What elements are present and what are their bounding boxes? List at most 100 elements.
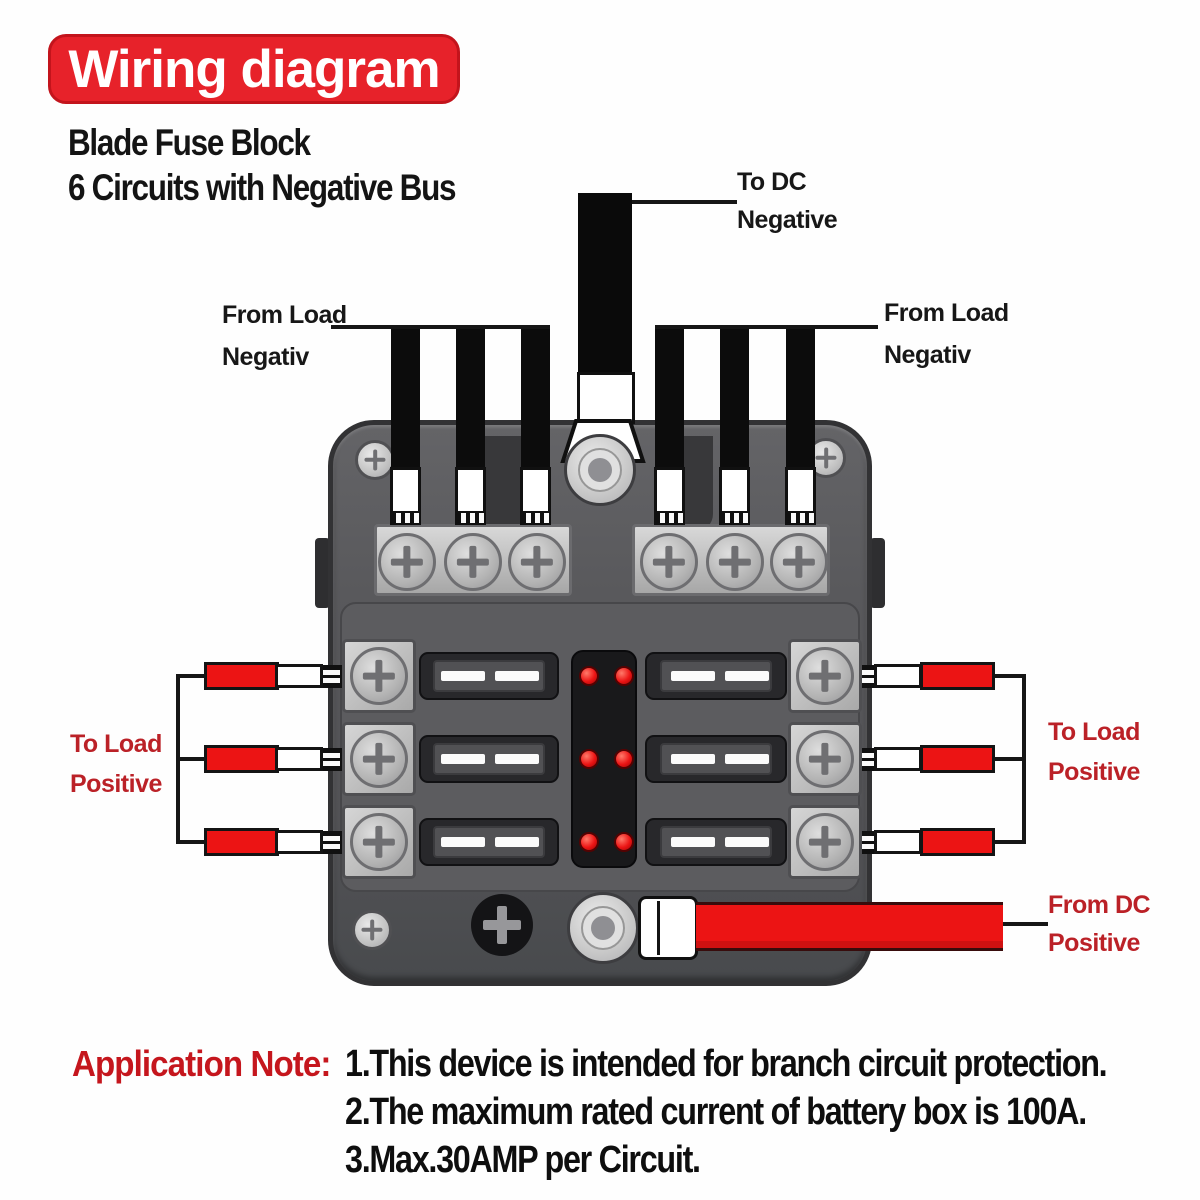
dc-positive-wire	[696, 902, 1003, 951]
wire-crimp	[785, 467, 816, 514]
status-led-icon	[579, 666, 599, 686]
bracket-line	[176, 757, 206, 761]
wire-crimp	[390, 467, 421, 514]
spade-connector	[719, 511, 750, 525]
bracket-line	[994, 840, 1024, 844]
terminal-screw-icon	[350, 813, 408, 871]
status-led-icon	[579, 832, 599, 852]
leader-line	[632, 200, 737, 204]
wire-crimp	[455, 467, 486, 514]
bus-screw-icon	[706, 533, 764, 591]
positive-marker-icon	[471, 894, 533, 956]
terminal-tab	[321, 831, 342, 854]
application-note-heading: Application Note:	[72, 1043, 331, 1084]
status-led-icon	[614, 832, 634, 852]
fuse-blade	[441, 837, 485, 847]
bracket-line	[176, 840, 206, 844]
bracket-line	[1022, 674, 1026, 844]
leader-line	[1003, 922, 1048, 926]
application-note-item: 3.Max.30AMP per Circuit.	[345, 1139, 701, 1181]
corner-screw-icon	[352, 910, 392, 950]
terminal-tab	[321, 665, 342, 688]
load-positive-wire	[204, 662, 279, 690]
fuse-blade	[441, 754, 485, 764]
fuse-blade	[671, 671, 715, 681]
wire-crimp	[874, 830, 922, 854]
application-note-list: 1.This device is intended for branch cir…	[345, 1040, 1200, 1184]
spade-connector	[520, 511, 551, 525]
wire-crimp	[275, 830, 323, 854]
status-led-icon	[579, 749, 599, 769]
status-led-icon	[614, 749, 634, 769]
wire-crimp	[654, 467, 685, 514]
dc-negative-wire	[578, 193, 632, 376]
bus-screw-icon	[378, 533, 436, 591]
negative-stud-core	[588, 458, 612, 482]
fuse-blade	[495, 837, 539, 847]
load-negative-label-left: From Load Negativ	[222, 301, 347, 371]
terminal-screw-icon	[796, 647, 854, 705]
ring-terminal-barrel	[638, 896, 698, 960]
bracket-line	[994, 674, 1024, 678]
fuse-blade	[725, 754, 769, 764]
terminal-screw-icon	[350, 647, 408, 705]
fuse-blade	[725, 837, 769, 847]
bracket-line	[994, 757, 1024, 761]
bracket-line	[176, 674, 206, 678]
application-note-item: 2.The maximum rated current of battery b…	[345, 1091, 1087, 1133]
load-negative-wire	[521, 328, 550, 468]
leader-line	[655, 325, 878, 329]
terminal-screw-icon	[350, 730, 408, 788]
load-positive-wire	[920, 745, 995, 773]
load-positive-label-right: To Load Positive	[1048, 718, 1140, 786]
load-positive-wire	[204, 745, 279, 773]
fuse-blade	[441, 671, 485, 681]
fuse-blade	[495, 671, 539, 681]
corner-screw-icon	[355, 440, 395, 480]
wire-crimp	[520, 467, 551, 514]
load-positive-wire	[204, 828, 279, 856]
mount-tab-left	[315, 538, 330, 608]
leader-line	[331, 325, 550, 329]
terminal-screw-icon	[796, 813, 854, 871]
fuse-blade	[725, 671, 769, 681]
bus-screw-icon	[508, 533, 566, 591]
terminal-tab	[321, 748, 342, 771]
dc-positive-label: From DC Positive	[1048, 891, 1151, 957]
load-negative-label-right: From Load Negativ	[884, 299, 1009, 369]
spade-connector	[785, 511, 816, 525]
fuse-blade	[671, 754, 715, 764]
wire-crimp	[874, 664, 922, 688]
spade-connector	[654, 511, 685, 525]
bus-screw-icon	[444, 533, 502, 591]
load-positive-wire	[920, 828, 995, 856]
application-note-item: 1.This device is intended for branch cir…	[345, 1043, 1108, 1085]
banner: Wiring diagram	[48, 34, 460, 104]
dc-negative-label: To DC Negative	[737, 168, 838, 234]
load-negative-wire	[655, 328, 684, 468]
fuse-blade	[495, 754, 539, 764]
fuse-blade	[671, 837, 715, 847]
mount-tab-right	[870, 538, 885, 608]
wire-crimp	[874, 747, 922, 771]
load-negative-wire	[720, 328, 749, 468]
load-negative-wire	[456, 328, 485, 468]
bus-screw-icon	[640, 533, 698, 591]
subtitle-line-2: 6 Circuits with Negative Bus	[68, 167, 457, 208]
positive-stud-core	[591, 916, 615, 940]
wire-crimp	[275, 664, 323, 688]
status-led-icon	[614, 666, 634, 686]
wire-crimp	[275, 747, 323, 771]
subtitle-line-1: Blade Fuse Block	[68, 122, 311, 163]
bus-screw-icon	[770, 533, 828, 591]
load-positive-wire	[920, 662, 995, 690]
spade-connector	[455, 511, 486, 525]
banner-title: Wiring diagram	[68, 39, 440, 99]
ring-terminal-barrel	[577, 372, 635, 424]
load-positive-label-left: To Load Positive	[70, 730, 162, 798]
terminal-screw-icon	[796, 730, 854, 788]
load-negative-wire	[786, 328, 815, 468]
load-negative-wire	[391, 328, 420, 468]
